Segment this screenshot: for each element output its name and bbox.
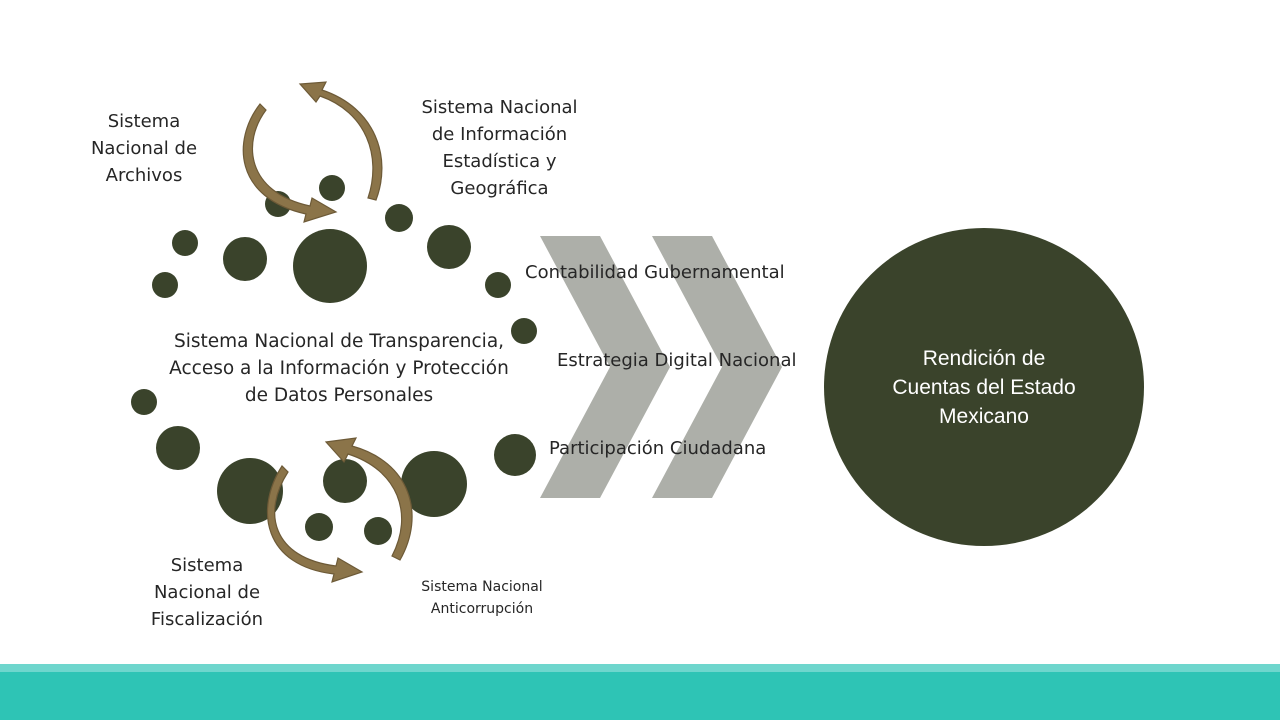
target-text: Rendición de Cuentas del Estado Mexicano — [892, 346, 1076, 428]
dot — [511, 318, 537, 344]
dot — [131, 389, 157, 415]
label-sistema-fiscalizacion: Sistema Nacional de Fiscalización — [150, 555, 264, 630]
dot — [427, 225, 471, 269]
curved-arrow-icon — [298, 81, 383, 201]
label-sistema-archivos: Sistema Nacional de Archivos — [90, 111, 198, 186]
dot — [152, 272, 178, 298]
dot — [223, 237, 267, 281]
footer-accent-line — [0, 664, 1280, 672]
label-sistema-anticorrupcion: Sistema Nacional Anticorrupción — [421, 579, 543, 617]
dot — [293, 229, 367, 303]
dot — [172, 230, 198, 256]
dot — [323, 459, 367, 503]
label-estrategia-digital: Estrategia Digital Nacional — [557, 350, 797, 371]
label-sistema-informacion-estadistica: Sistema Nacional de Información Estadíst… — [421, 97, 578, 199]
dot — [217, 458, 283, 524]
bottom-cycle-arrows — [266, 437, 413, 583]
dot — [494, 434, 536, 476]
dot — [401, 451, 467, 517]
label-sistema-transparencia: Sistema Nacional de Transparencia, Acces… — [169, 331, 509, 406]
dot — [364, 517, 392, 545]
target-circle: Rendición de Cuentas del Estado Mexicano — [824, 228, 1144, 546]
dot — [305, 513, 333, 541]
top-cycle-arrows — [242, 81, 383, 223]
label-participacion-ciudadana: Participación Ciudadana — [549, 438, 767, 459]
label-contabilidad-gubernamental: Contabilidad Gubernamental — [525, 262, 785, 283]
dot — [485, 272, 511, 298]
dot — [319, 175, 345, 201]
chevron-1 — [540, 236, 670, 498]
dots-cluster — [131, 175, 537, 545]
dot — [156, 426, 200, 470]
curved-arrow-icon — [266, 465, 364, 583]
dot — [385, 204, 413, 232]
footer-bar — [0, 672, 1280, 720]
chevron-2 — [652, 236, 782, 498]
curved-arrow-icon — [242, 103, 338, 223]
curved-arrow-icon — [324, 437, 413, 561]
